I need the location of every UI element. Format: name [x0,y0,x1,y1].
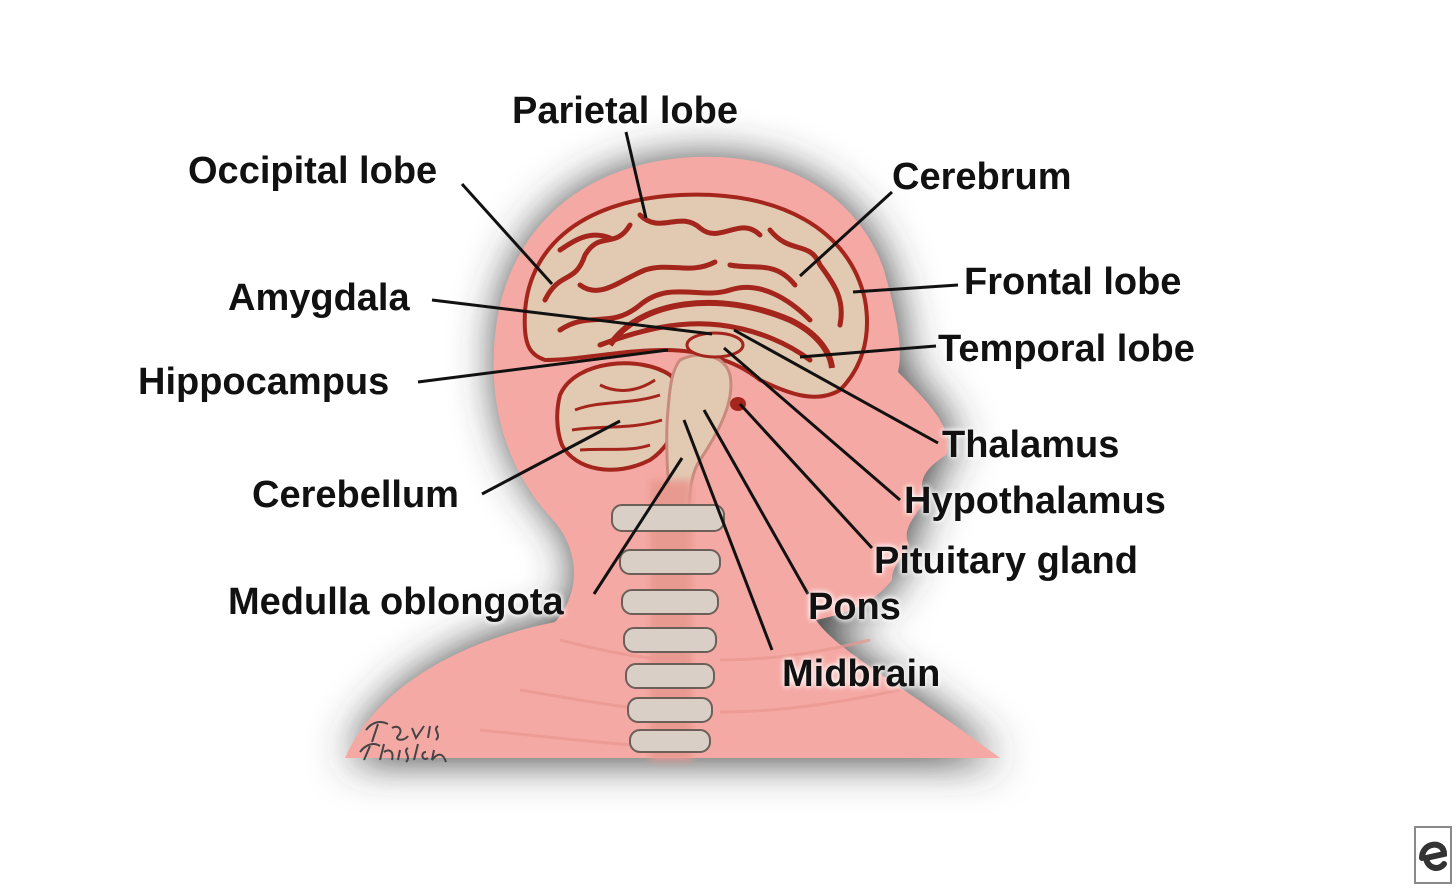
leader-thalamus [733,328,939,445]
leader-pons [702,409,810,595]
leader-lines [417,131,959,651]
cerebellum-shape [555,361,683,472]
label-medulla-oblongota: Medulla oblongota [228,581,564,623]
thalamus-shape [685,331,745,359]
leader-pituitary [738,402,874,550]
leader-parietal [624,131,648,219]
e-logo-icon [1419,841,1448,871]
label-cerebrum: Cerebrum [892,156,1072,198]
corner-logo [1414,826,1452,884]
label-amygdala: Amygdala [228,277,410,319]
label-thalamus: Thalamus [942,424,1120,466]
leader-cerebellum [481,419,621,496]
label-occipital-lobe: Occipital lobe [188,150,438,192]
label-parietal-lobe: Parietal lobe [512,90,738,132]
cerebellum-folds [571,378,663,452]
label-midbrain: Midbrain [782,653,941,695]
label-frontal-lobe: Frontal lobe [964,261,1182,303]
leader-midbrain [682,419,774,651]
leader-amygdala [431,298,713,336]
label-pituitary-gland: Pituitary gland [874,540,1138,582]
artist-signature [359,721,447,763]
label-cerebellum: Cerebellum [252,474,459,516]
label-temporal-lobe: Temporal lobe [938,328,1195,370]
leader-hippocampus [417,348,669,384]
vertebrae [611,504,725,753]
label-hippocampus: Hippocampus [138,361,390,403]
label-hypothalamus: Hypothalamus [904,480,1166,522]
corpus-callosum [607,299,835,369]
leader-hypothalamus [723,346,901,502]
label-pons: Pons [808,586,901,628]
leader-frontal [852,283,959,294]
leader-medulla [592,457,684,595]
leader-temporal [799,344,937,359]
leader-cerebrum [798,190,894,278]
leader-occipital [460,182,554,286]
